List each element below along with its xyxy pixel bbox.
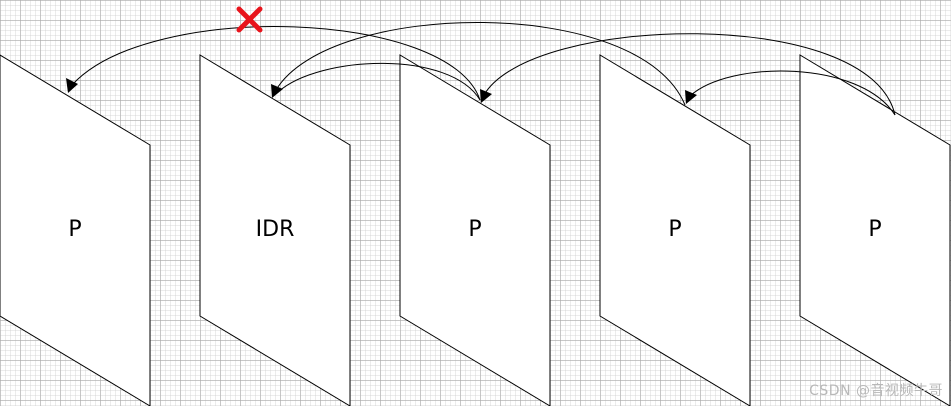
frame-2-shape — [199, 54, 351, 406]
arrowhead-frame4 — [685, 90, 697, 104]
red-cross-icon — [236, 6, 263, 33]
ref-arrow-frame3-to-frame1 — [66, 26, 481, 101]
ref-arc-frame3-to-frame2 — [277, 62, 481, 101]
ref-arrow-frame5-to-frame3 — [480, 33, 896, 116]
arrowhead-frame2-outer — [271, 84, 283, 98]
ref-arc-frame3-to-frame1 — [71, 26, 481, 101]
arrowhead-frame1 — [66, 78, 78, 93]
frame-1-shape — [0, 54, 151, 406]
ref-arc-frame5-to-frame3 — [483, 33, 896, 116]
frame-1: P — [0, 54, 151, 406]
ref-arrow-frame5-to-frame4 — [685, 70, 896, 116]
frame-5-shape — [799, 54, 951, 406]
frame-3: P — [399, 54, 551, 406]
frame-5-label: P — [868, 217, 881, 242]
frame-3-label: P — [468, 217, 481, 242]
arrowhead-frame3 — [480, 89, 492, 103]
cross-stroke-2 — [236, 6, 263, 33]
ref-arrow-frame3-to-frame2 — [277, 62, 481, 101]
frame-2-label: IDR — [256, 217, 295, 242]
frame-4-shape — [599, 54, 751, 406]
watermark: CSDN @音视频牛哥 — [809, 383, 943, 399]
frame-5: P — [799, 54, 951, 406]
ref-arc-frame4-to-frame2 — [275, 22, 686, 106]
frame-4: P — [599, 54, 751, 406]
ref-arrow-frame4-to-frame2 — [271, 22, 686, 106]
frame-2: IDR — [199, 54, 351, 406]
ref-arc-frame5-to-frame4 — [689, 70, 896, 116]
frame-3-shape — [399, 54, 551, 406]
frame-1-label: P — [68, 217, 81, 242]
frame-4-label: P — [668, 217, 681, 242]
